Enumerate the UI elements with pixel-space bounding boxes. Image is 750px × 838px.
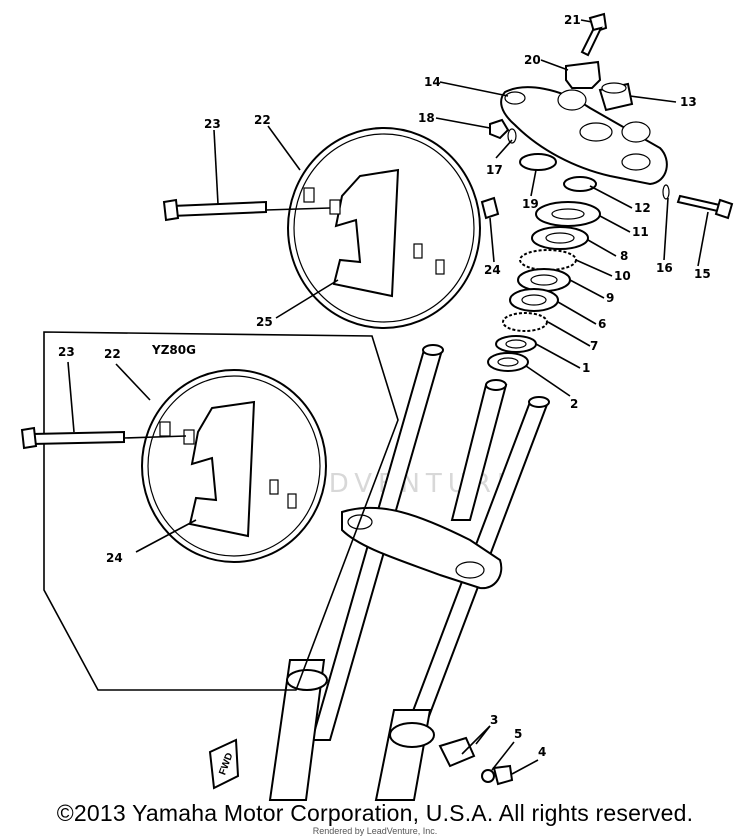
callout-21: 21 — [564, 13, 581, 27]
callout-4: 4 — [538, 745, 546, 759]
inset-yz80g: YZ80G 1 — [20, 331, 399, 691]
callout-2: 2 — [570, 397, 578, 411]
grommet-24-upper — [480, 196, 500, 220]
bolt-21 — [580, 12, 608, 57]
bolt-15 — [676, 194, 734, 220]
bearing-stack — [487, 201, 601, 372]
callout-17: 17 — [486, 163, 503, 177]
plate-number-upper: 1 — [382, 257, 390, 273]
screw-23-upper — [162, 198, 267, 222]
callout-8: 8 — [620, 249, 628, 263]
callout-24-upper: 24 — [484, 263, 501, 277]
washer-16 — [662, 184, 670, 200]
callout-10: 10 — [614, 269, 631, 283]
callout-23-upper: 23 — [204, 117, 221, 131]
number-plate-upper: 1 — [287, 127, 481, 329]
callout-6: 6 — [598, 317, 606, 331]
front-fork: FWD — [208, 344, 550, 801]
callout-9: 9 — [606, 291, 614, 305]
callout-15: 15 — [694, 267, 711, 281]
copyright-notice: ©2013 Yamaha Motor Corporation, U.S.A. A… — [56, 800, 694, 826]
callout-5: 5 — [514, 727, 522, 741]
callout-3: 3 — [490, 713, 498, 727]
callout-11: 11 — [632, 225, 649, 239]
callout-25: 25 — [256, 315, 273, 329]
washer-12 — [563, 176, 597, 192]
leader-lines — [67, 19, 709, 775]
callout-16: 16 — [656, 261, 673, 275]
washer-17 — [507, 128, 517, 144]
callout-18: 18 — [418, 111, 435, 125]
callout-22-inset: 22 — [104, 347, 121, 361]
bolt-4 — [492, 764, 514, 786]
ring-19 — [519, 153, 557, 171]
nut-18 — [489, 118, 510, 140]
inset-label: YZ80G — [151, 343, 196, 357]
cable-holder-3 — [438, 736, 476, 768]
callout-20: 20 — [524, 53, 541, 67]
callout-numbers: 21 20 13 14 18 17 19 12 11 8 10 9 6 7 1 … — [58, 13, 711, 759]
washer-5 — [481, 769, 495, 783]
callout-12: 12 — [634, 201, 651, 215]
callout-13: 13 — [680, 95, 697, 109]
callout-22-upper: 22 — [254, 113, 271, 127]
stem-bolt-13 — [598, 82, 634, 112]
callout-24-inset: 24 — [106, 551, 123, 565]
rendered-by-credit: Rendered by LeadVenture, Inc. — [312, 826, 438, 836]
callout-19: 19 — [522, 197, 539, 211]
upper-bracket — [500, 86, 668, 186]
callout-1: 1 — [582, 361, 590, 375]
callout-14: 14 — [424, 75, 441, 89]
handlebar-holder — [565, 60, 602, 89]
plate-number-inset: 1 — [230, 495, 238, 511]
callout-7: 7 — [590, 339, 598, 353]
callout-23-inset: 23 — [58, 345, 75, 359]
